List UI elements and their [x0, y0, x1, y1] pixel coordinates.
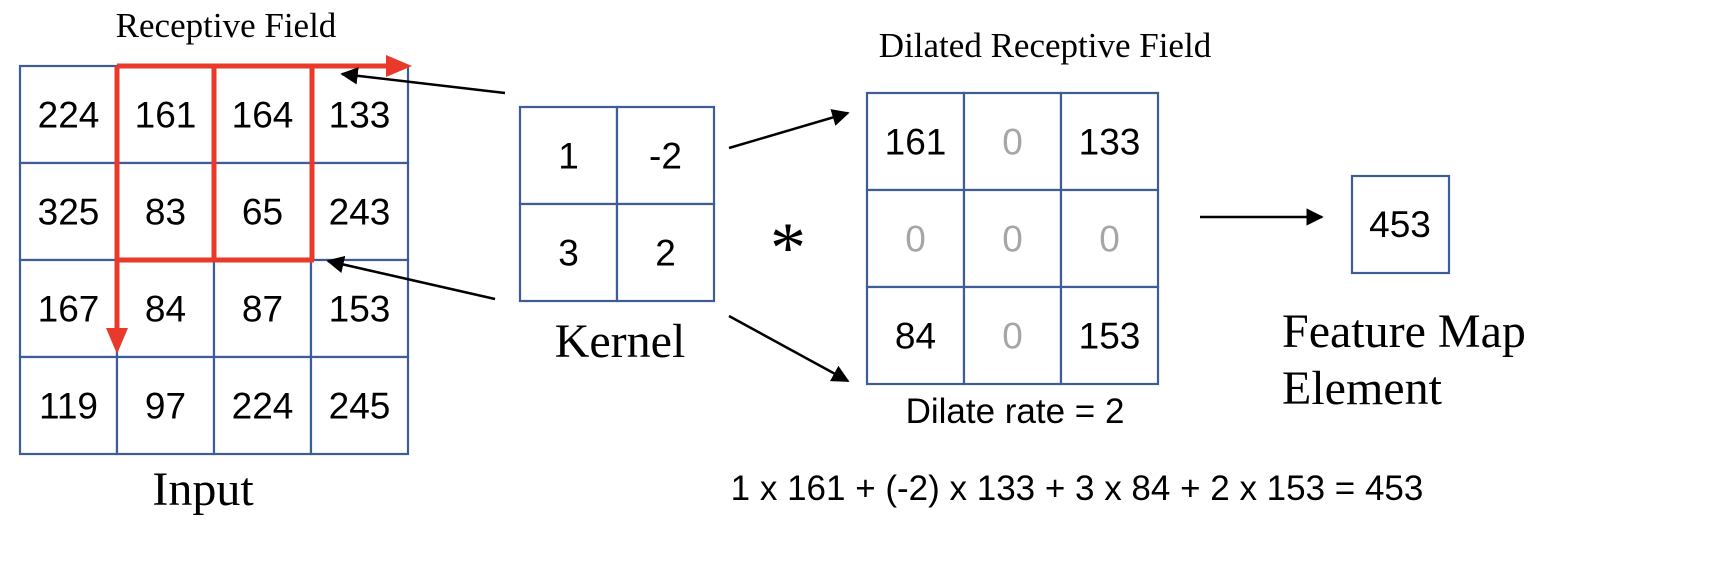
- input-grid-cell: [309, 355, 410, 456]
- dilated-grid-value: 0: [905, 219, 926, 260]
- kernel-label: Kernel: [555, 315, 686, 368]
- input-grid-value: 153: [329, 289, 391, 330]
- receptive-field-title: Receptive Field: [116, 6, 337, 45]
- kernel-to-dilated-top-arrow: [728, 109, 850, 150]
- kernel-grid-value: 2: [655, 233, 676, 274]
- feature-map-value: 453: [1369, 204, 1431, 245]
- convolution-operator: *: [770, 208, 806, 288]
- dilated-grid-cell: [1059, 285, 1160, 386]
- dilated-grid-cell: [1059, 188, 1160, 289]
- input-grid-cell: [18, 64, 119, 165]
- input-grid-cell: [309, 161, 410, 262]
- input-grid-value: 133: [329, 95, 391, 136]
- dilated-grid-value: 161: [885, 122, 947, 163]
- kernel-to-dilated-bottom-arrow: [728, 314, 850, 383]
- kernel-grid: 1 -2 3 2: [518, 105, 716, 303]
- input-grid-cell: [18, 355, 119, 456]
- input-grid-value: 84: [145, 289, 186, 330]
- dilated-grid-value: 153: [1079, 316, 1141, 357]
- receptive-field-down-arrowhead: [106, 328, 128, 354]
- input-grid-value: 164: [232, 95, 294, 136]
- kernel-grid-value: -2: [649, 136, 682, 177]
- calculation-equation: 1 x 161 + (-2) x 133 + 3 x 84 + 2 x 153 …: [731, 469, 1424, 508]
- feature-map-label-line1: Feature Map: [1282, 305, 1526, 358]
- feature-map-cell: [1350, 174, 1451, 275]
- kernel-grid-cell: [518, 105, 619, 206]
- kernel-grid-cell: [615, 105, 716, 206]
- input-label: Input: [152, 463, 254, 516]
- input-grid-value: 97: [145, 386, 186, 427]
- input-grid-value: 224: [232, 386, 294, 427]
- dilated-grid-value: 0: [1099, 219, 1120, 260]
- input-grid-value: 87: [242, 289, 283, 330]
- receptive-field-right-arrowhead: [386, 55, 412, 77]
- dilated-grid-cell: [962, 91, 1063, 192]
- input-grid-value: 161: [135, 95, 197, 136]
- dilated-grid-cell: [865, 285, 966, 386]
- dilated-grid-value: 0: [1002, 316, 1023, 357]
- kernel-to-input-bottom-arrow: [326, 255, 496, 301]
- dilate-rate-label: Dilate rate = 2: [906, 392, 1125, 431]
- input-grid-value: 167: [38, 289, 100, 330]
- dilated-receptive-field-title: Dilated Receptive Field: [879, 26, 1212, 65]
- kernel-grid-cell: [615, 202, 716, 303]
- input-grid-cell: [115, 355, 216, 456]
- dilated-grid-value: 0: [1002, 219, 1023, 260]
- input-grid-value: 245: [329, 386, 391, 427]
- dilated-grid-cell: [1059, 91, 1160, 192]
- dilated-grid-value: 0: [1002, 122, 1023, 163]
- input-grid-value: 224: [38, 95, 100, 136]
- kernel-grid-value: 1: [558, 136, 579, 177]
- input-grid-cell: [212, 355, 313, 456]
- input-grid-value: 119: [39, 386, 98, 427]
- kernel-to-input-top-arrow: [340, 67, 506, 95]
- input-grid-value: 65: [242, 192, 283, 233]
- input-grid: 224 161 164 133 325 83 65 243 167 84 87 153 119 97 224…: [18, 64, 410, 456]
- feature-map-label-line2: Element: [1282, 362, 1443, 415]
- input-grid-value: 83: [145, 192, 186, 233]
- dilated-grid-value: 84: [895, 316, 936, 357]
- input-grid-value: 243: [329, 192, 391, 233]
- dilated-grid-value: 133: [1079, 122, 1141, 163]
- input-grid-value: 325: [38, 192, 100, 233]
- kernel-grid-value: 3: [558, 233, 579, 274]
- kernel-grid-cell: [518, 202, 619, 303]
- input-grid-cell: [18, 258, 119, 359]
- receptive-field-highlight: [106, 55, 412, 354]
- dilated-receptive-field-grid: 161 0 133 0 0 0 84 0 153: [865, 91, 1160, 386]
